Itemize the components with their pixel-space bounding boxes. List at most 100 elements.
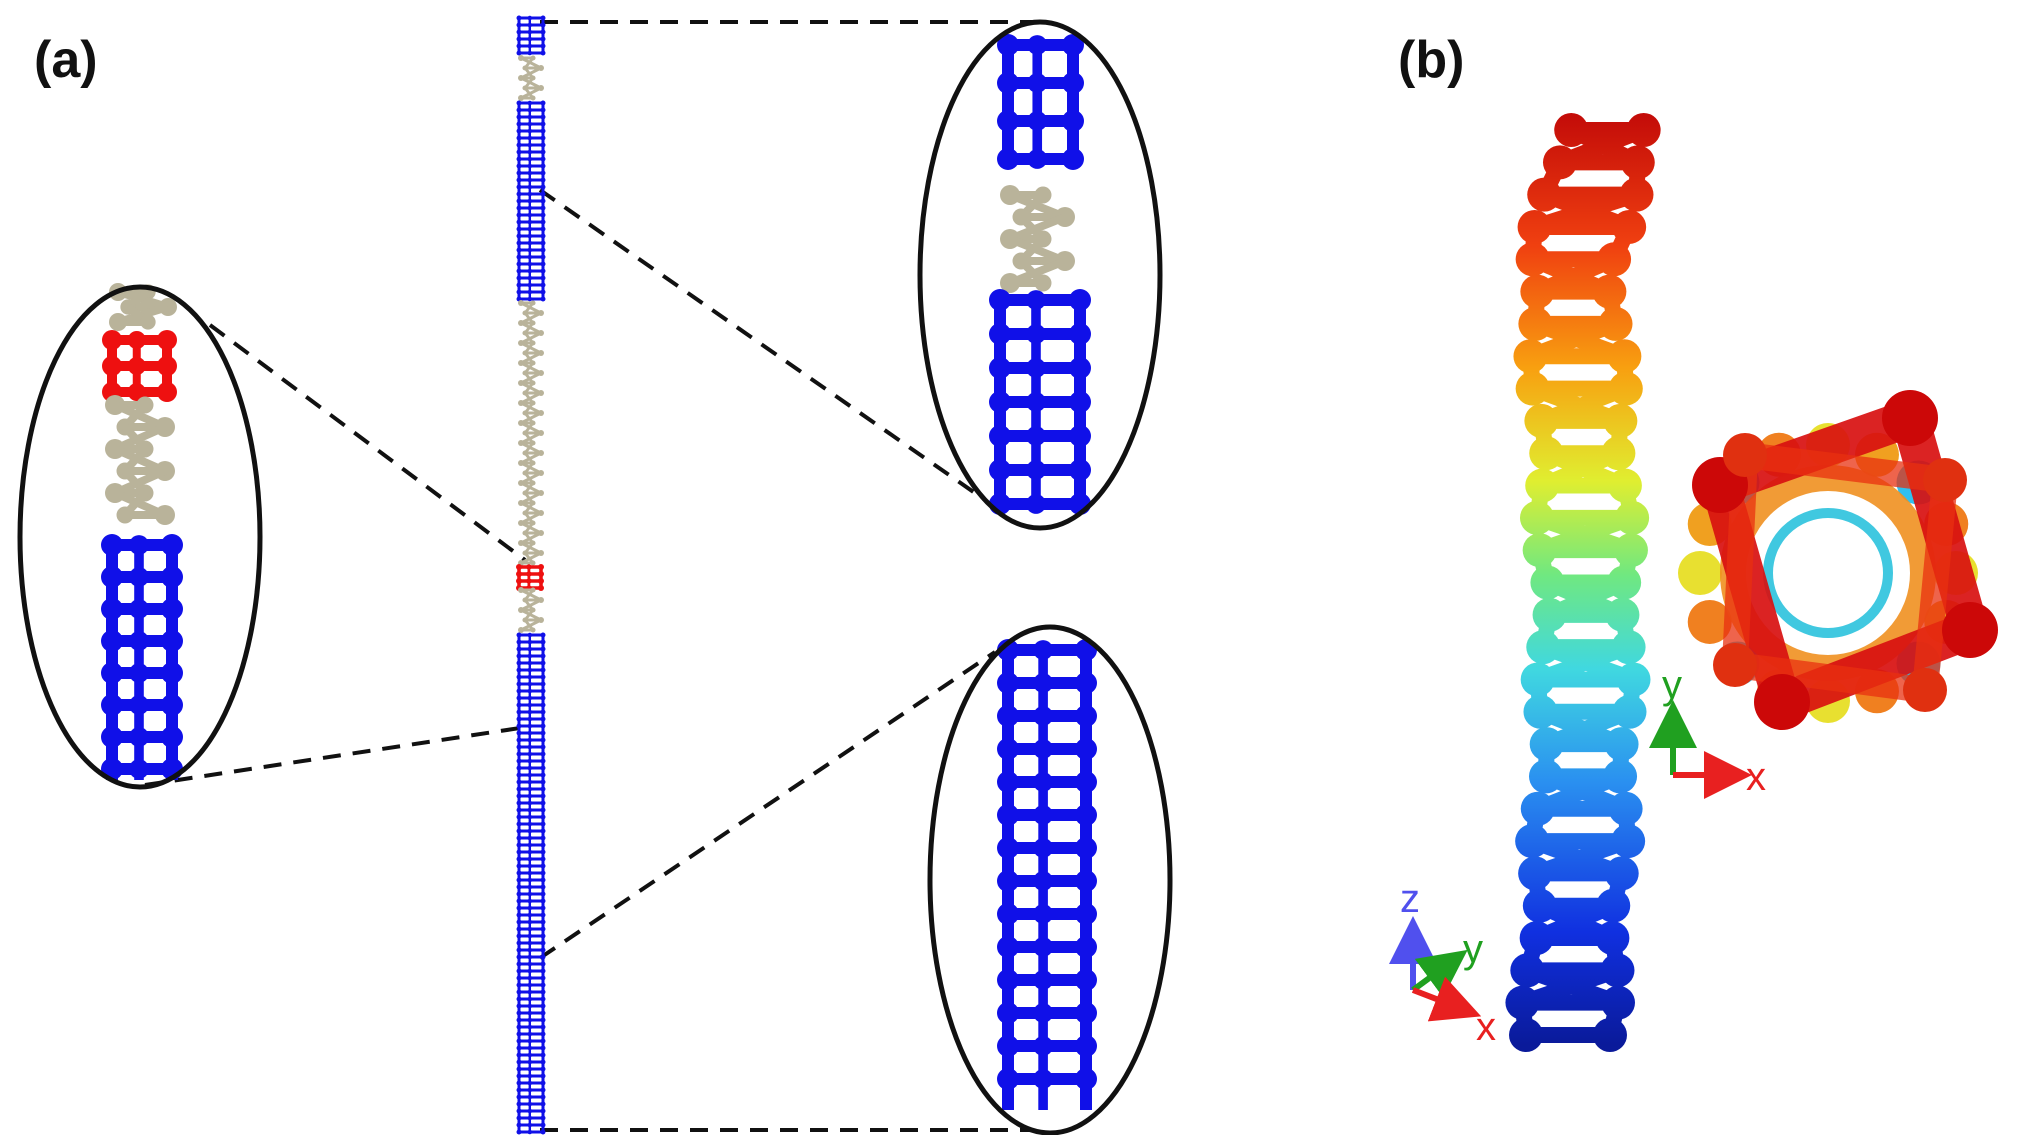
- atom: [527, 282, 533, 288]
- connector-right-top-lower: [538, 188, 987, 502]
- bond: [520, 618, 542, 632]
- atom: [527, 212, 533, 218]
- connector-right-bottom-upper: [538, 650, 997, 960]
- atom: [530, 560, 536, 566]
- axis-x-label: x: [1476, 1005, 1496, 1049]
- atom: [527, 233, 533, 239]
- atom: [540, 1003, 546, 1009]
- atom: [516, 149, 522, 155]
- atom: [527, 1010, 533, 1016]
- atom: [527, 43, 533, 49]
- atom: [101, 726, 123, 748]
- atom: [540, 912, 546, 918]
- bond: [520, 431, 542, 445]
- atom: [540, 856, 546, 862]
- atom: [540, 36, 546, 42]
- atom: [1033, 673, 1053, 693]
- atom: [155, 505, 175, 525]
- atom: [516, 1010, 522, 1016]
- atom: [540, 1073, 546, 1079]
- atom: [527, 751, 533, 757]
- atom: [101, 598, 123, 620]
- atom: [527, 905, 533, 911]
- atom: [527, 653, 533, 659]
- atom: [997, 870, 1019, 892]
- atom: [1075, 804, 1097, 826]
- atom: [540, 842, 546, 848]
- atom: [527, 982, 533, 988]
- atom: [527, 919, 533, 925]
- bond: [520, 451, 542, 465]
- atom: [161, 534, 183, 556]
- atom: [1062, 148, 1084, 170]
- atom: [527, 730, 533, 736]
- atom: [516, 905, 522, 911]
- atom: [540, 996, 546, 1002]
- atom: [527, 779, 533, 785]
- atom: [540, 296, 546, 302]
- atom: [516, 842, 522, 848]
- atom: [516, 282, 522, 288]
- atom: [516, 1024, 522, 1030]
- atom: [527, 807, 533, 813]
- bond: [520, 341, 542, 355]
- atom: [527, 170, 533, 176]
- axis-z-label: z: [1400, 877, 1420, 921]
- atom: [516, 1101, 522, 1107]
- atom: [1678, 551, 1722, 595]
- atom: [516, 170, 522, 176]
- atom: [540, 114, 546, 120]
- zoom-top-right-content: [989, 34, 1091, 515]
- atom: [516, 912, 522, 918]
- atom: [527, 219, 533, 225]
- atom: [516, 667, 522, 673]
- atom: [527, 121, 533, 127]
- atom: [540, 135, 546, 141]
- atom: [527, 884, 533, 890]
- atom: [1033, 1003, 1053, 1023]
- atom: [527, 1031, 533, 1037]
- atom: [540, 751, 546, 757]
- bond: [520, 321, 542, 335]
- atom: [540, 793, 546, 799]
- atom: [527, 954, 533, 960]
- atom: [527, 50, 533, 56]
- atom: [540, 149, 546, 155]
- atom: [540, 835, 546, 841]
- atom: [540, 961, 546, 967]
- atom: [540, 632, 546, 638]
- atom: [527, 1045, 533, 1051]
- zoom-ellipse-top-right: [917, 19, 1163, 531]
- atom: [540, 1045, 546, 1051]
- atom: [516, 1094, 522, 1100]
- atom: [527, 660, 533, 666]
- atom: [527, 205, 533, 211]
- atom: [516, 578, 522, 584]
- atom: [102, 356, 122, 376]
- atom: [1069, 289, 1091, 311]
- atom: [989, 425, 1011, 447]
- atom: [516, 653, 522, 659]
- atom: [527, 926, 533, 932]
- atom: [527, 667, 533, 673]
- atom: [527, 1129, 533, 1135]
- atom: [540, 863, 546, 869]
- atom: [1033, 1036, 1053, 1056]
- atom: [527, 100, 533, 106]
- atom: [540, 142, 546, 148]
- atom: [516, 898, 522, 904]
- atom: [527, 240, 533, 246]
- atom: [540, 1108, 546, 1114]
- atom: [1069, 357, 1091, 379]
- atom: [516, 261, 522, 267]
- atom: [516, 1122, 522, 1128]
- atom: [516, 268, 522, 274]
- atom: [516, 779, 522, 785]
- atom: [527, 114, 533, 120]
- atom: [527, 870, 533, 876]
- atom: [527, 275, 533, 281]
- atom: [540, 156, 546, 162]
- atom: [101, 694, 123, 716]
- atom: [516, 856, 522, 862]
- atom: [516, 233, 522, 239]
